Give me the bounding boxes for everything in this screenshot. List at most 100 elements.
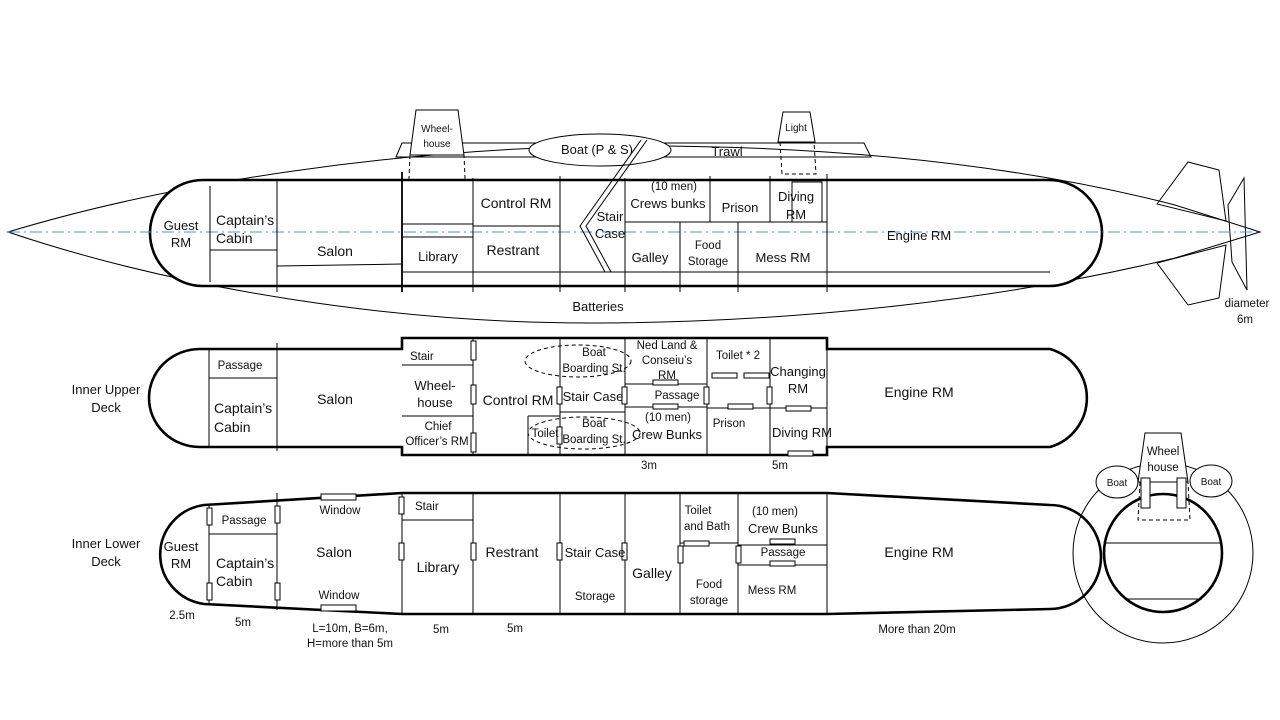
upper-crew-bunks: Crew Bunks [632, 427, 703, 442]
lower-storage: Storage [575, 591, 615, 603]
upper-engine-rm: Engine RM [884, 384, 953, 400]
side-crews-bunks: Crews bunks [630, 196, 706, 211]
side-captains-cabin-1: Captain’s [216, 212, 274, 228]
upper-boat-boarding-top-2: Boarding St. [562, 363, 625, 375]
lower-mess-rm: Mess RM [748, 585, 797, 597]
side-control-rm: Control RM [481, 195, 552, 211]
upper-boat-boarding-bottom-2: Boarding St. [562, 434, 625, 446]
light-tower [777, 111, 816, 143]
side-mess-rm: Mess RM [756, 250, 811, 265]
upper-chief-officer-2: Officer’s RM [405, 436, 468, 448]
lower-restrant: Restrant [486, 544, 539, 560]
cross-boat-right [1189, 464, 1233, 498]
trawl-label: Trawl [711, 144, 742, 159]
lower-deck-plan: Inner Lower Deck Guest RM Passage Captai… [72, 491, 1103, 650]
side-captains-cabin-2: Cabin [216, 230, 253, 246]
cross-wheelhouse [1137, 432, 1189, 483]
upper-ned-land-3: RM [658, 370, 676, 382]
lower-stair: Stair [415, 501, 439, 513]
cross-boat-left-label: Boat [1107, 478, 1128, 489]
upper-changing-rm-1: Changing [770, 364, 826, 379]
lower-galley: Galley [632, 565, 672, 581]
lower-food-storage-1: Food [696, 579, 722, 591]
cross-wheelhouse-dashed [1137, 481, 1191, 521]
side-view: Wheel- house Light Boat (P & S) Trawl Gu… [6, 109, 1270, 326]
lower-doors [206, 493, 796, 612]
upper-dim-3m: 3m [641, 460, 657, 472]
lower-deck-label-2: Deck [91, 554, 121, 569]
upper-passage: Passage [218, 360, 263, 372]
lower-dim-more-20m: More than 20m [878, 624, 955, 636]
upper-wheelhouse-2: house [417, 395, 452, 410]
cross-boat-right-label: Boat [1201, 477, 1222, 488]
upper-doors [470, 340, 814, 457]
rudder [1227, 176, 1248, 291]
upper-chief-officer-1: Chief [425, 421, 453, 433]
side-diving-rm-2: RM [786, 207, 806, 222]
side-engine-rm: Engine RM [887, 228, 951, 243]
upper-captains-cabin-2: Cabin [214, 419, 251, 435]
tower-wheelhouse-label-2: house [423, 139, 451, 150]
side-guest-rm-2: RM [171, 235, 191, 250]
pressure-hull-circle [1102, 492, 1224, 614]
side-prison: Prison [722, 200, 759, 215]
upper-passage-mid: Passage [655, 390, 700, 402]
upper-stair: Stair [410, 351, 434, 363]
upper-dim-5m: 5m [772, 460, 788, 472]
upper-salon: Salon [317, 391, 353, 407]
cross-boat-left [1095, 465, 1139, 499]
lower-guest-rm-2: RM [171, 556, 191, 571]
lower-library: Library [417, 559, 460, 575]
side-batteries: Batteries [572, 299, 624, 314]
upper-deck-label-1: Inner Upper [72, 382, 141, 397]
lower-dim-lbh-1: L=10m, B=6m, [312, 623, 387, 635]
side-food-storage-1: Food [695, 240, 721, 252]
upper-prison: Prison [713, 418, 746, 430]
lower-toilet-bath-2: and Bath [684, 521, 730, 533]
upper-deck-label-2: Deck [91, 400, 121, 415]
lower-dim-5m-c: 5m [507, 623, 523, 635]
lower-dim-lbh-2: H=more than 5m [307, 638, 393, 650]
upper-wheelhouse-1: Wheel- [414, 378, 455, 393]
side-diving-rm-1: Diving [778, 189, 814, 204]
lower-captains-cabin-2: Cabin [216, 573, 253, 589]
side-restrant: Restrant [487, 242, 540, 258]
lower-captains-cabin-1: Captain’s [216, 555, 274, 571]
upper-changing-rm-2: RM [788, 381, 808, 396]
boat-label: Boat (P & S) [561, 142, 633, 157]
upper-stair-case: Stair Case [563, 389, 624, 404]
lower-dim-5m-a: 5m [235, 617, 251, 629]
upper-toilet: Toilet [532, 428, 560, 440]
lower-passage-right: Passage [761, 547, 806, 559]
pressure-hull [148, 178, 1104, 288]
upper-crew-count: (10 men) [645, 412, 691, 424]
deck-rail [395, 142, 872, 158]
lower-dim-5m-b: 5m [433, 624, 449, 636]
lower-dim-2-5m: 2.5m [169, 610, 195, 622]
upper-diving-rm: Diving RM [772, 425, 832, 440]
upper-control-rm: Control RM [483, 392, 554, 408]
lower-deck-label-1: Inner Lower [72, 536, 141, 551]
side-crew-count: (10 men) [651, 181, 697, 193]
upper-ned-land-2: Conseiu’s [642, 355, 693, 367]
lower-window-top: Window [320, 505, 362, 517]
lower-guest-rm-1: Guest [164, 539, 199, 554]
lower-food-storage-2: storage [690, 595, 728, 607]
diameter-label-1: diameter [1225, 298, 1270, 310]
diameter-label-2: 6m [1237, 314, 1253, 326]
lower-stair-case: Stair Case [565, 545, 626, 560]
light-tower-dashed [779, 141, 817, 175]
cross-section: Boat Boat Wheel house [1072, 432, 1254, 644]
upper-ned-land-1: Ned Land & [637, 340, 698, 352]
lower-crew-count: (10 men) [752, 506, 798, 518]
cross-wheelhouse-label-2: house [1147, 462, 1178, 474]
side-salon: Salon [317, 243, 353, 259]
cross-wheelhouse-label-1: Wheel [1147, 446, 1180, 458]
wheelhouse-tower-dashed [407, 154, 467, 202]
side-stair-case-1: Stair [597, 209, 624, 224]
wheelhouse-tower [409, 109, 465, 156]
lower-deck-outline [158, 491, 1103, 616]
side-partitions [209, 139, 1050, 292]
side-guest-rm-1: Guest [164, 218, 199, 233]
